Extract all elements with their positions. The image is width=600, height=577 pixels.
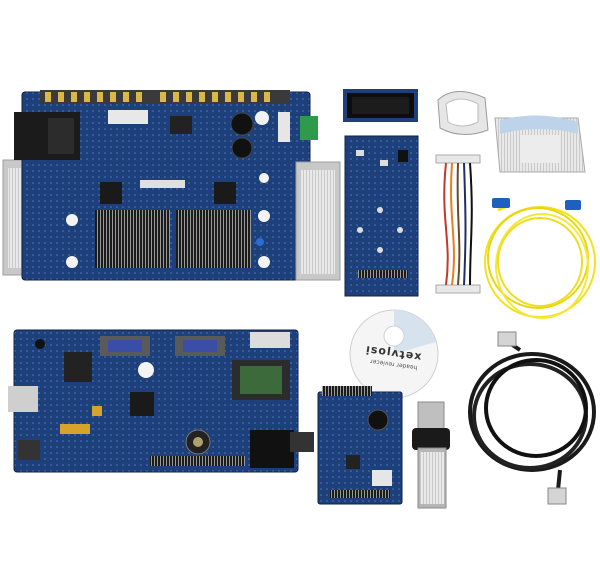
flat-ribbon-cable-small-roll	[437, 91, 489, 135]
main-control-board	[2, 90, 341, 281]
lcd-display-module	[343, 89, 418, 122]
control-panel-board	[344, 135, 419, 297]
small-adapter-board	[317, 386, 403, 505]
multi-wire-harness	[435, 154, 481, 294]
head-driver-board	[8, 329, 314, 473]
software-cd	[349, 309, 439, 399]
flat-ribbon-cable-large-roll	[494, 115, 586, 173]
yellow-fiber-optic-cable	[484, 198, 596, 319]
usb-cable-with-clip	[412, 401, 450, 509]
black-ethernet-cable	[468, 331, 596, 505]
